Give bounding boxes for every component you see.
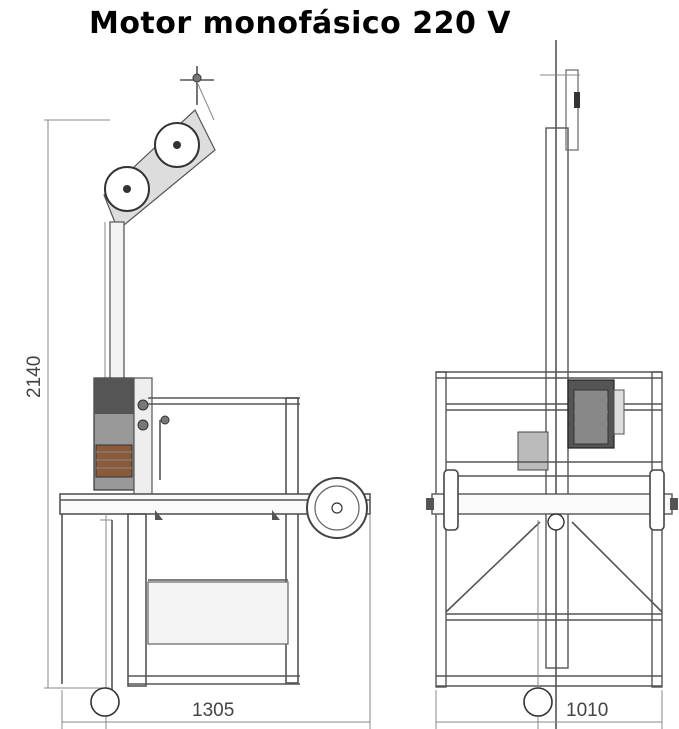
front-left-post	[435, 371, 447, 688]
counterweight-side	[90, 687, 120, 717]
front-left-brace	[445, 521, 541, 613]
front-left-wheel	[443, 469, 459, 531]
side-platform-deck	[59, 493, 371, 515]
side-mast	[109, 221, 125, 383]
front-platform-deck	[431, 493, 673, 515]
side-width-dimension-label: 1305	[192, 700, 234, 721]
side-floor-panel	[147, 581, 289, 645]
front-right-wheel	[649, 469, 665, 531]
page-title: Motor monofásico 220 V	[88, 6, 512, 41]
side-view: 2140	[24, 66, 371, 729]
counterweight-front	[523, 687, 553, 717]
front-view: 1010	[426, 40, 678, 729]
front-mast	[545, 127, 569, 669]
front-width-dimension-label: 1010	[566, 700, 608, 721]
height-dimension-label: 2140	[24, 356, 45, 398]
front-right-brace	[571, 521, 663, 613]
